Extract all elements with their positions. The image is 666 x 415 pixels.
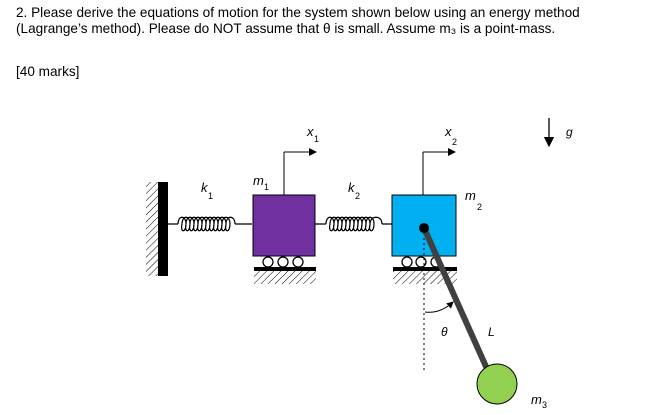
roller bbox=[401, 256, 413, 268]
fixed-wall bbox=[146, 182, 168, 276]
roller bbox=[292, 256, 304, 268]
x1-base: x bbox=[306, 124, 314, 139]
x1-displacement-arrow bbox=[283, 148, 317, 195]
x1-sub: 1 bbox=[314, 134, 319, 144]
roller bbox=[262, 256, 274, 268]
spring-k2 bbox=[315, 216, 392, 232]
m2-base: m bbox=[465, 188, 476, 203]
question-text: 2. Please derive the equations of motion… bbox=[16, 5, 656, 37]
question-line-1: 2. Please derive the equations of motion… bbox=[16, 5, 580, 20]
k1-sub: 1 bbox=[208, 191, 213, 201]
rollers-m1 bbox=[262, 256, 304, 268]
block-m1 bbox=[252, 194, 316, 257]
x2-displacement-arrow bbox=[422, 148, 456, 195]
m2-sub: 2 bbox=[477, 202, 482, 212]
theta-angle-arc bbox=[424, 301, 454, 313]
marks-label: [40 marks] bbox=[16, 64, 80, 79]
gravity-label: g bbox=[566, 125, 573, 139]
m1-label: m 1 bbox=[253, 173, 269, 192]
m3-label: m 3 bbox=[531, 392, 547, 410]
m2-label: m 2 bbox=[465, 188, 482, 212]
k2-sub: 2 bbox=[355, 191, 360, 201]
m1-sub: 1 bbox=[264, 182, 269, 192]
k1-label: k 1 bbox=[201, 180, 213, 201]
spring-k1 bbox=[168, 216, 252, 232]
length-label: L bbox=[488, 325, 495, 339]
ground-m1 bbox=[254, 267, 316, 284]
roller bbox=[277, 256, 289, 268]
x2-base: x bbox=[444, 124, 452, 139]
theta-label: θ bbox=[441, 325, 448, 339]
m1-base: m bbox=[253, 173, 264, 188]
x2-label: x 2 bbox=[444, 124, 457, 147]
ground-m2 bbox=[393, 267, 457, 284]
pivot-point bbox=[419, 223, 429, 233]
pendulum-mass-m3 bbox=[476, 363, 518, 405]
m3-base: m bbox=[531, 392, 542, 407]
m3-sub: 3 bbox=[542, 400, 547, 410]
pendulum-rod bbox=[421, 225, 495, 383]
x1-label: x 1 bbox=[306, 124, 319, 144]
question-line-2: (Lagrange’s method). Please do NOT assum… bbox=[16, 21, 556, 36]
x2-sub: 2 bbox=[452, 137, 457, 147]
k2-label: k 2 bbox=[348, 180, 360, 201]
wall-bar bbox=[158, 182, 168, 276]
k1-base: k bbox=[201, 180, 209, 195]
k2-base: k bbox=[348, 180, 356, 195]
